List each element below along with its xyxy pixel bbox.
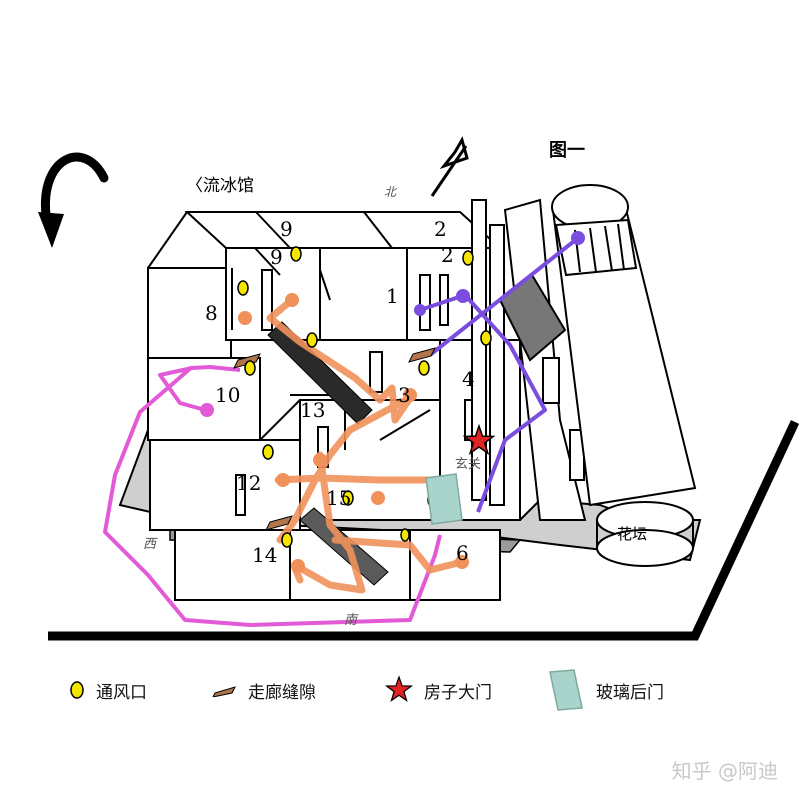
west-label: 西 [143,537,158,552]
corridor-gaps [233,347,436,531]
vent-marker [342,490,354,506]
corridor-gap-marker [265,515,293,531]
room-label: 2 [441,243,454,267]
north-arrow-icon [430,136,469,197]
room-label: 1 [386,284,399,308]
room-label: 3 [398,383,411,407]
vent-icon [70,681,84,699]
vent-marker [418,360,430,376]
legend: 通风口 走廊缝隙 房子大门 玻璃后门 [0,669,800,711]
corridor-gap-icon [212,686,236,697]
room-label: 2 [434,217,447,241]
north-label: 北 [384,185,398,199]
figure-title: 图一 [549,140,585,161]
corridor-gap-marker [233,353,261,369]
legend-label: 通风口 [96,682,147,703]
legend-label: 房子大门 [424,682,492,703]
entrance-label: 玄关 [455,457,481,472]
vent-marker [480,330,492,346]
legend-item-corridor-gap: 走廊缝隙 [212,672,316,708]
glass-door-icon [549,669,583,711]
legend-item-glass-back-door: 玻璃后门 [546,669,664,711]
vent-marker [306,332,318,348]
corridor-gap-marker [408,347,436,363]
cylinder-tower [551,184,697,567]
orange-path [238,293,469,594]
vent-marker [237,280,249,296]
flowerbed-label: 花坛 [617,525,647,543]
room-label: 13 [300,398,325,422]
room-label: 14 [252,543,277,567]
room-label: 4 [462,367,475,391]
legend-item-main-door: 房子大门 [384,672,492,708]
rotation-arrow-icon [38,152,109,248]
legend-item-vent: 通风口 [68,672,147,708]
room-label: 15 [326,486,351,510]
vent-marker [400,528,410,542]
vent-marker [462,250,474,266]
legend-label: 玻璃后门 [596,682,664,703]
room-label: 10 [215,383,240,407]
vents [237,246,492,548]
vent-marker [281,532,293,548]
legend-label: 走廊缝隙 [248,682,316,703]
vent-marker [244,360,256,376]
main-door-star-icon [384,675,414,702]
watermark: 知乎 @阿迪 [671,759,778,783]
south-label: 南 [344,613,359,628]
room-labels: 9 2 9 2 1 8 10 4 13 3 12 15 14 6 [205,217,475,567]
room-label: 12 [236,471,261,495]
chimney-post [471,199,505,506]
pink-path [103,365,442,627]
vent-marker [290,246,302,262]
ground-line [48,420,800,641]
purple-path [414,231,585,513]
hall-label: 〈流冰馆 [186,176,254,196]
room-label: 9 [280,217,293,241]
room-label: 8 [205,301,218,325]
room-label: 6 [456,541,469,565]
glass-back-door [425,473,463,525]
main-door-star-icon [462,423,496,455]
vent-marker [262,444,274,460]
room-label: 9 [270,245,283,269]
